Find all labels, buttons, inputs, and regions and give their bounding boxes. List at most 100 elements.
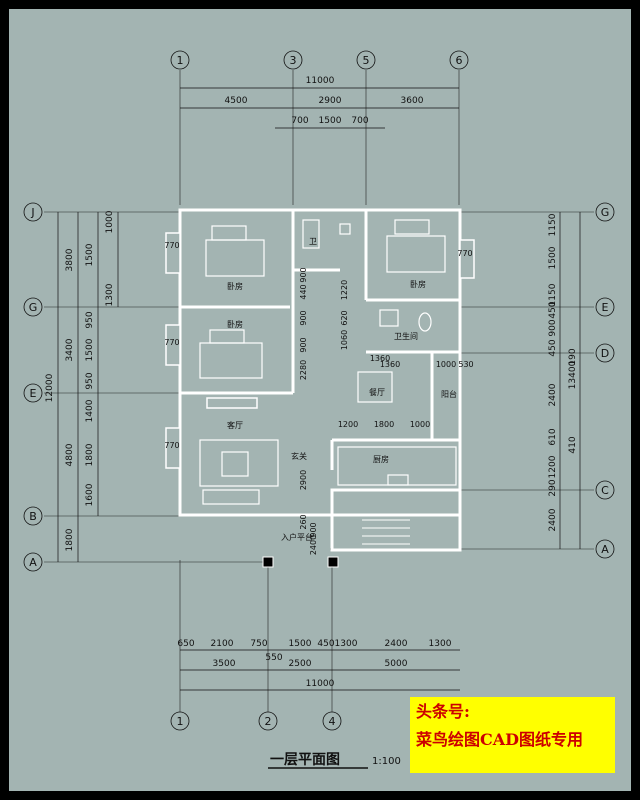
dim-bottom-row1: 1500: [289, 639, 312, 649]
axis-label-right: C: [601, 484, 609, 497]
axis-label-right: A: [601, 543, 609, 556]
dim-right-outer: 2400: [548, 383, 558, 406]
axis-bubble-right: [595, 539, 615, 559]
dim-right-outer: 1150: [548, 283, 558, 306]
dim-left-mid: 1800: [85, 443, 95, 466]
room-label-foyer: 玄关: [291, 451, 307, 461]
axis-label-right: G: [601, 206, 610, 219]
dim-bottom-row1: 450: [317, 639, 334, 649]
dim-bottom-row2: 2500: [289, 659, 312, 669]
dim-right-outer: 1500: [548, 246, 558, 269]
dim-top-row: 2900: [319, 96, 342, 106]
coffee-table-icon: [221, 451, 249, 477]
sink-icon: [379, 309, 399, 327]
dim-bottom-row1: 2400: [385, 639, 408, 649]
drawing-title: 一层平面图: [270, 752, 340, 768]
inner-dim: 2400: [309, 535, 318, 555]
inner-dim: 1360: [380, 360, 400, 369]
dining-table-icon: [357, 371, 393, 403]
inner-dim: 900: [299, 310, 308, 325]
dim-right-outer: 450: [548, 301, 558, 318]
bed-b-headboard-icon: [209, 329, 245, 344]
axis-bubble-bottom: [258, 711, 278, 731]
dim-top-row: 4500: [225, 96, 248, 106]
sofa-icon: [202, 489, 260, 505]
dim-left-mid: 950: [85, 372, 95, 389]
dim-right-inner: 410: [568, 436, 578, 453]
dim-top-row: 3600: [401, 96, 424, 106]
dim-left-total: 12000: [45, 373, 55, 402]
dim-right-outer: 450: [548, 339, 558, 356]
inner-dim: 900: [309, 522, 318, 537]
inner-dim: 260: [299, 514, 308, 529]
inner-dim: 2900: [299, 470, 308, 490]
room-label-living: 客厅: [227, 420, 243, 430]
dim-left-outer: 1800: [65, 528, 75, 551]
dim-left-inner: 1000: [105, 210, 115, 233]
dim-left-outer: 3400: [65, 338, 75, 361]
room-label-bedroom-c: 卧房: [410, 279, 426, 289]
drawing-scale: 1:100: [372, 756, 401, 767]
dim-left-mid: 950: [85, 311, 95, 328]
window-tv-wall: [206, 397, 258, 409]
room-label-entry: 入户平台: [281, 532, 313, 542]
axis-bubble-left: [23, 506, 43, 526]
dim-bottom-row1: 750: [250, 639, 267, 649]
dim-right-outer: 610: [548, 428, 558, 445]
left-dimension-text: 12000 3800 3400 4800 1800 1500 950 1500 …: [45, 210, 115, 551]
bed-c-headboard-icon: [394, 219, 430, 235]
axis-bubble-right: [595, 480, 615, 500]
furniture: [199, 219, 457, 505]
inner-dim: 1360: [370, 354, 390, 363]
axis-label-left: G: [29, 301, 38, 314]
dim-bottom-row2: 550: [265, 653, 282, 663]
axis-bubble-bottom: [322, 711, 342, 731]
inner-dim: 770: [164, 441, 179, 450]
banner-line-1: 头条号:: [416, 702, 470, 721]
shaft-icon: [339, 223, 351, 235]
axis-bubble-bottom: [170, 711, 190, 731]
dim-bottom-row2: 3500: [213, 659, 236, 669]
axis-bubble-left: [23, 202, 43, 222]
dim-left-outer: 3800: [65, 248, 75, 271]
axis-bubble-top: [449, 50, 469, 70]
room-label-bedroom-a: 卧房: [227, 281, 243, 291]
axis-bubbles: [23, 50, 615, 731]
inner-dim: 1000: [410, 420, 430, 429]
grid-lines: [44, 70, 594, 712]
room-label-dining: 餐厅: [369, 388, 385, 397]
toilet-icon: [418, 312, 432, 332]
window-living: [165, 427, 181, 469]
drawing-background: [9, 9, 631, 791]
axis-label-top: 5: [363, 54, 370, 67]
dim-right-outer: 2400: [548, 508, 558, 531]
axis-bubble-top: [356, 50, 376, 70]
axis-bubble-top: [170, 50, 190, 70]
dimension-text: 11000 4500 2900 3600 700 1500 700 650 21…: [177, 76, 451, 689]
axis-label-left: E: [30, 387, 37, 400]
room-labels: 卫 卧房 卧房 卧房 卫生间 餐厅 阳台 客厅 玄关 厨房 入户平台: [227, 237, 457, 542]
inner-dimension-text: 900 440 900 1220 900 620 1060 2280 1360 …: [164, 241, 473, 555]
dim-bottom-row1: 1300: [335, 639, 358, 649]
axis-label-top: 1: [177, 54, 184, 67]
dim-right-total: 13400: [568, 360, 578, 389]
dim-top-inner: 700: [291, 116, 308, 126]
windows: [165, 232, 475, 469]
room-label-bath-small: 卫: [309, 237, 317, 246]
dim-bottom-row1: 1300: [429, 639, 452, 649]
inner-dim: 1200: [338, 420, 358, 429]
room-label-bathroom: 卫生间: [394, 331, 418, 341]
inner-dim: 620: [340, 310, 349, 325]
inner-dim: 440: [299, 284, 308, 299]
dim-left-inner: 1300: [105, 283, 115, 306]
dim-right-outer: 290: [548, 479, 558, 496]
axis-label-right: E: [602, 301, 609, 314]
window-bedroom-a: [165, 232, 181, 274]
dim-right-inner: 190: [568, 348, 578, 365]
axis-bubble-right: [595, 343, 615, 363]
inner-dim: 530: [458, 360, 473, 369]
axis-label-right: D: [601, 347, 609, 360]
axis-label-left: J: [30, 206, 34, 219]
